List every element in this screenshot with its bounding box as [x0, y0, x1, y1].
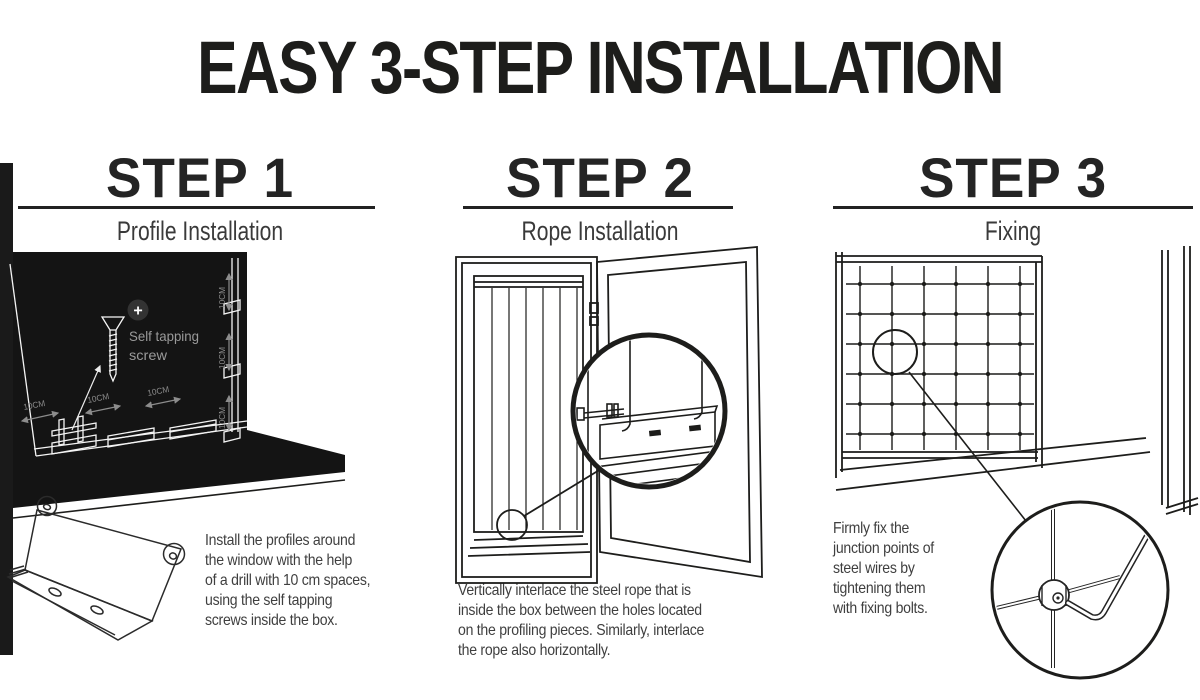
description-line: Vertically interlace the steel rope that…	[458, 582, 691, 599]
rope-lines	[491, 288, 578, 530]
wire-grid	[846, 266, 1034, 450]
window-jamb-edge	[0, 163, 13, 655]
callout-line1: Self tapping	[129, 328, 199, 344]
description-line: of a drill with 10 cm spaces,	[205, 572, 371, 589]
magnifier-connector-line	[523, 468, 602, 517]
step2-illustration	[455, 246, 763, 584]
step3-description: Firmly fix the junction points of steel …	[833, 519, 934, 619]
magnifier-circle-ring	[570, 332, 728, 490]
plus-badge: +	[127, 299, 149, 321]
step1-header: STEP 1	[0, 150, 400, 206]
junction-highlight-circle	[872, 329, 918, 375]
step2-description: Vertically interlace the steel rope that…	[458, 581, 704, 661]
description-line: tightening them	[833, 580, 926, 597]
window-frame-dark	[13, 252, 345, 508]
step3-illustration	[835, 246, 1199, 680]
plus-icon: +	[133, 303, 142, 320]
description-line: using the self tapping	[205, 592, 333, 609]
description-line: Firmly fix the	[833, 520, 910, 537]
step2-divider	[463, 206, 733, 209]
step3-divider	[833, 206, 1193, 209]
description-line: the rope also horizontally.	[458, 642, 611, 659]
dim-label: 10CM	[217, 347, 227, 369]
description-line: Install the profiles around	[205, 532, 356, 549]
callout-line2: screw	[129, 347, 168, 363]
step2-header: STEP 2	[420, 150, 780, 206]
description-line: with fixing bolts.	[833, 600, 928, 617]
description-line: steel wires by	[833, 560, 915, 577]
description-line: junction points of	[833, 540, 934, 557]
fixing-bolt-detail	[995, 505, 1151, 668]
description-line: screws inside the box.	[205, 612, 338, 629]
allen-key	[1065, 531, 1151, 621]
description-line: inside the box between the holes located	[458, 602, 702, 619]
window-frame	[835, 252, 1151, 491]
dim-label: 10CM	[217, 407, 227, 429]
description-line: on the profiling pieces. Similarly, inte…	[458, 622, 705, 639]
dimension-labels: 10CM 10CM 10CM 10CM 10CM 10CM	[22, 287, 227, 429]
dim-label: 10CM	[86, 391, 110, 405]
rope-highlight-circle	[496, 509, 528, 541]
bracket-profile-drawing	[6, 495, 186, 641]
magnifier-circle-ring	[990, 500, 1170, 680]
step3-subtitle: Fixing	[984, 216, 1042, 246]
screw-callout-label: Self tapping screw	[129, 328, 199, 363]
step2-heading: STEP 2	[505, 146, 695, 209]
mounting-profile-pieces	[51, 415, 217, 455]
page-title: EASY 3-STEP INSTALLATION	[197, 26, 1004, 109]
step1-subtitle: Profile Installation	[116, 216, 284, 246]
sill-front-edge	[12, 479, 346, 519]
self-tapping-screw-drawing	[100, 316, 126, 383]
step1-divider	[18, 206, 375, 209]
fixing-bolt	[1038, 579, 1070, 611]
dim-label: 10CM	[22, 398, 46, 412]
description-line: the window with the help	[205, 552, 353, 569]
open-sash-edge	[1161, 246, 1199, 515]
step1-heading: STEP 1	[105, 146, 295, 209]
step3-header: STEP 3	[828, 150, 1198, 206]
screw-pointer-arrow	[71, 364, 101, 431]
dim-label: 10CM	[217, 287, 227, 309]
plus-badge-circle	[127, 299, 149, 321]
dimension-arrows	[20, 272, 233, 432]
step1-illustration: + Self tapping screw 10CM 10CM 10CM 10CM…	[0, 163, 346, 655]
step2-subtitle: Rope Installation	[521, 216, 679, 246]
magnifier-connector-line	[908, 371, 1027, 522]
step1-description: Install the profiles around the window w…	[205, 531, 371, 631]
step3-heading: STEP 3	[918, 146, 1108, 209]
dim-label: 10CM	[146, 384, 170, 398]
